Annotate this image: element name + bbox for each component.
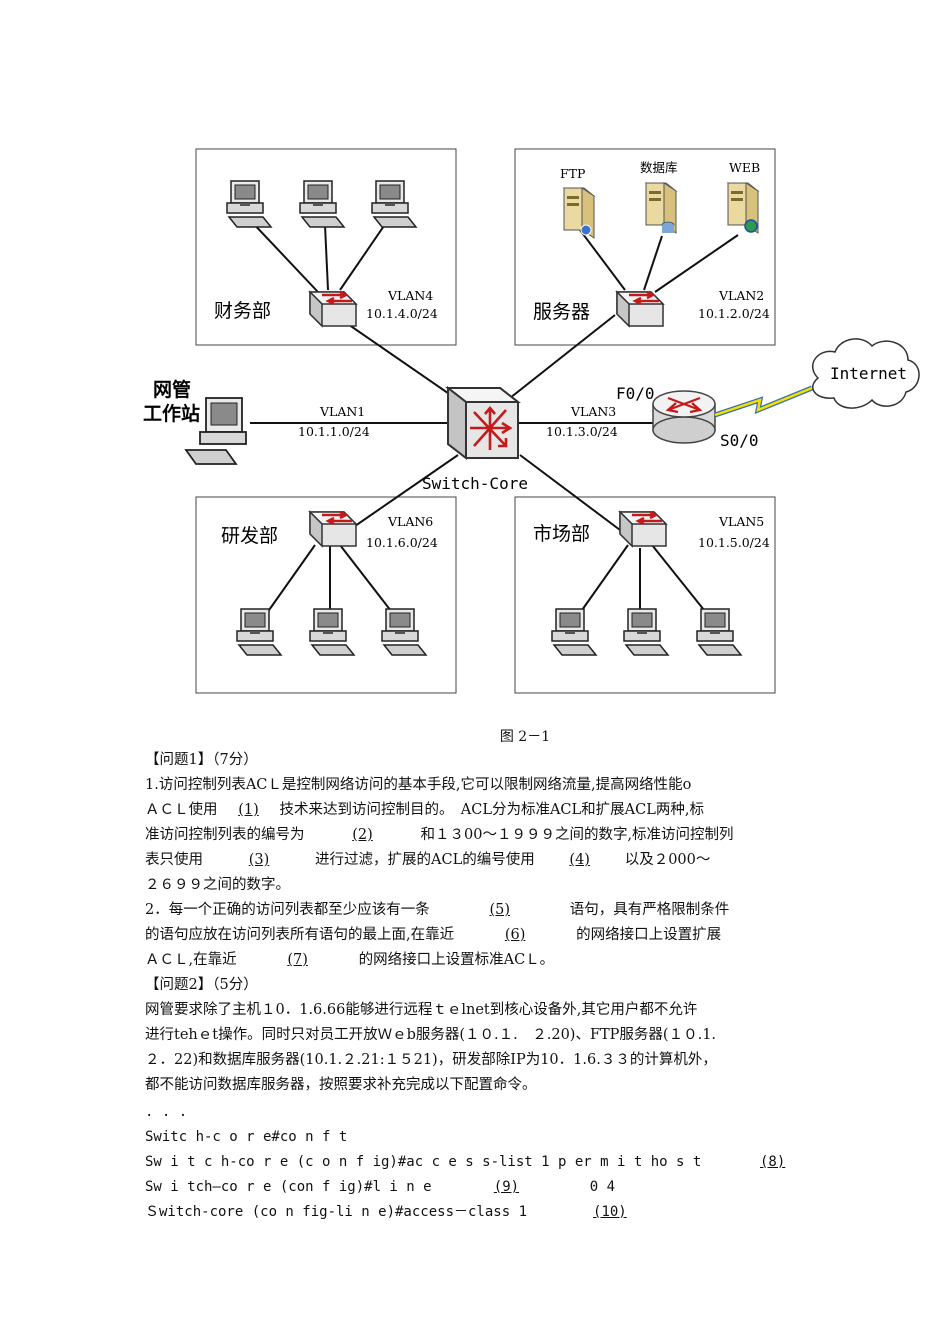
question-text: 【问题1】（7分） 1.访问控制列表ACＬ是控制网络访问的基本手段,它可以限制网… xyxy=(145,748,820,1098)
finance-switch-icon xyxy=(308,290,358,328)
rd-label: 研发部 xyxy=(221,525,278,547)
q2-title: 【问题2】（5分） xyxy=(145,977,258,993)
rd-pc-icon xyxy=(236,608,282,656)
mgmt-vlan: VLAN1 xyxy=(319,404,365,419)
blank-3: (3) xyxy=(248,852,270,868)
q2-line: 进行tehｅt操作。同时只对员工开放Ｗｅb服务器(１０.１. ２.20)、FTP… xyxy=(145,1027,717,1043)
f00-label: F0/0 xyxy=(616,384,655,403)
blank-5: (5) xyxy=(489,902,510,918)
mgmt-label-line1: 网管 xyxy=(153,378,191,401)
router-subnet: 10.1.3.0/24 xyxy=(546,424,618,439)
blank-6: (6) xyxy=(504,927,526,943)
q1-line: 准访问控制列表的编号为(2)和１３00～１９９９之间的数字,标准访问控制列 xyxy=(145,823,820,848)
rd-switch-icon xyxy=(308,510,358,548)
blank-2: (2) xyxy=(352,827,373,843)
network-topology-diagram: 财务部 VLAN4 10.1.4.0/24 服务器 VLAN2 10.1.2.0… xyxy=(143,148,920,694)
market-pc-icon xyxy=(551,608,597,656)
finance-vlan: VLAN4 xyxy=(387,288,433,303)
market-subnet: 10.1.5.0/24 xyxy=(698,535,770,550)
finance-subnet: 10.1.4.0/24 xyxy=(366,306,438,321)
q2-line: ２．22)和数据库服务器(10.1.２.21:１５21)，研发部除IP为10．1… xyxy=(145,1052,717,1068)
cmd-line: Switc h-c o r e#co n f t xyxy=(145,1129,348,1145)
market-pc-icon xyxy=(696,608,742,656)
servers-label: 服务器 xyxy=(533,301,590,323)
finance-label: 财务部 xyxy=(214,300,271,322)
rd-subnet: 10.1.6.0/24 xyxy=(366,535,438,550)
core-switch-icon xyxy=(445,385,521,461)
router-icon xyxy=(652,390,716,444)
servers-box xyxy=(514,148,776,346)
servers-switch-icon xyxy=(615,290,665,328)
servers-subnet: 10.1.2.0/24 xyxy=(698,306,770,321)
cmd-line: Sw i t c h-co r e (c o n f ig)#ac c e s … xyxy=(145,1150,820,1175)
blank-4: (4) xyxy=(569,852,590,868)
finance-pc-icon xyxy=(299,180,345,228)
q1-line: ＡＣＬ使用(1)技术来达到访问控制目的。 ACL分为标准ACL和扩展ACL两种,… xyxy=(145,798,820,823)
blank-10: (10) xyxy=(593,1204,627,1220)
figure-caption: 图 2－1 xyxy=(499,729,551,745)
market-box xyxy=(514,496,776,694)
blank-9: (9) xyxy=(493,1179,520,1195)
blank-1: (1) xyxy=(238,802,259,818)
links xyxy=(249,219,739,621)
config-commands: . . . Switc h-c o r e#co n f t Sw i t c … xyxy=(145,1100,820,1225)
market-pc-icon xyxy=(623,608,669,656)
rd-pc-icon xyxy=(309,608,355,656)
cmd-ellipsis: . . . xyxy=(145,1104,188,1120)
router-vlan: VLAN3 xyxy=(570,404,616,419)
servers-vlan: VLAN2 xyxy=(718,288,764,303)
market-vlan: VLAN5 xyxy=(718,514,764,529)
blank-7: (7) xyxy=(287,952,308,968)
finance-pc-icon xyxy=(371,180,417,228)
internet-label: Internet xyxy=(830,364,907,383)
q2-line: 都不能访问数据库服务器，按照要求补充完成以下配置命令。 xyxy=(145,1077,537,1093)
s00-label: S0/0 xyxy=(720,431,759,450)
market-switch-icon xyxy=(618,510,668,548)
q2-line: 网管要求除了主机１0．1.6.66能够进行远程ｔｅlnet到核心设备外,其它用户… xyxy=(145,1002,698,1018)
rd-vlan: VLAN6 xyxy=(387,514,433,529)
mgmt-subnet: 10.1.1.0/24 xyxy=(298,424,370,439)
web-label: WEB xyxy=(729,160,760,175)
management-pc-icon xyxy=(184,397,247,465)
ftp-label: FTP xyxy=(560,166,585,181)
internet-cloud-icon xyxy=(812,338,920,409)
q1-line: ２６９９之间的数字。 xyxy=(145,877,290,893)
finance-box xyxy=(195,148,457,346)
cmd-line: Sw i tch—co r e (con f ig)#l i n e (9) 0… xyxy=(145,1175,820,1200)
rd-pc-icon xyxy=(381,608,427,656)
q1-line: 的语句应放在访问列表所有语句的最上面,在靠近(6)的网络接口上设置扩展 xyxy=(145,923,820,948)
cmd-line: Ｓwitch-core (co n fig-li n e)#access－cla… xyxy=(145,1200,820,1225)
q1-line: 2．每一个正确的访问列表都至少应该有一条(5)语句，具有严格限制条件 xyxy=(145,898,820,923)
mgmt-label-line2: 工作站 xyxy=(143,402,200,425)
market-label: 市场部 xyxy=(533,523,590,545)
finance-pc-icon xyxy=(226,180,272,228)
db-label: 数据库 xyxy=(640,160,678,175)
rd-box xyxy=(195,496,457,694)
blank-8: (8) xyxy=(760,1154,786,1170)
core-label: Switch-Core xyxy=(422,474,528,493)
q1-line: 1.访问控制列表ACＬ是控制网络访问的基本手段,它可以限制网络流量,提高网络性能… xyxy=(145,777,692,793)
q1-line: 表只使用(3)进行过滤，扩展的ACL的编号使用(4)以及２000～ xyxy=(145,848,820,873)
q1-line: ＡＣＬ,在靠近(7)的网络接口上设置标准ACＬ。 xyxy=(145,948,820,973)
q1-title: 【问题1】（7分） xyxy=(145,752,258,768)
